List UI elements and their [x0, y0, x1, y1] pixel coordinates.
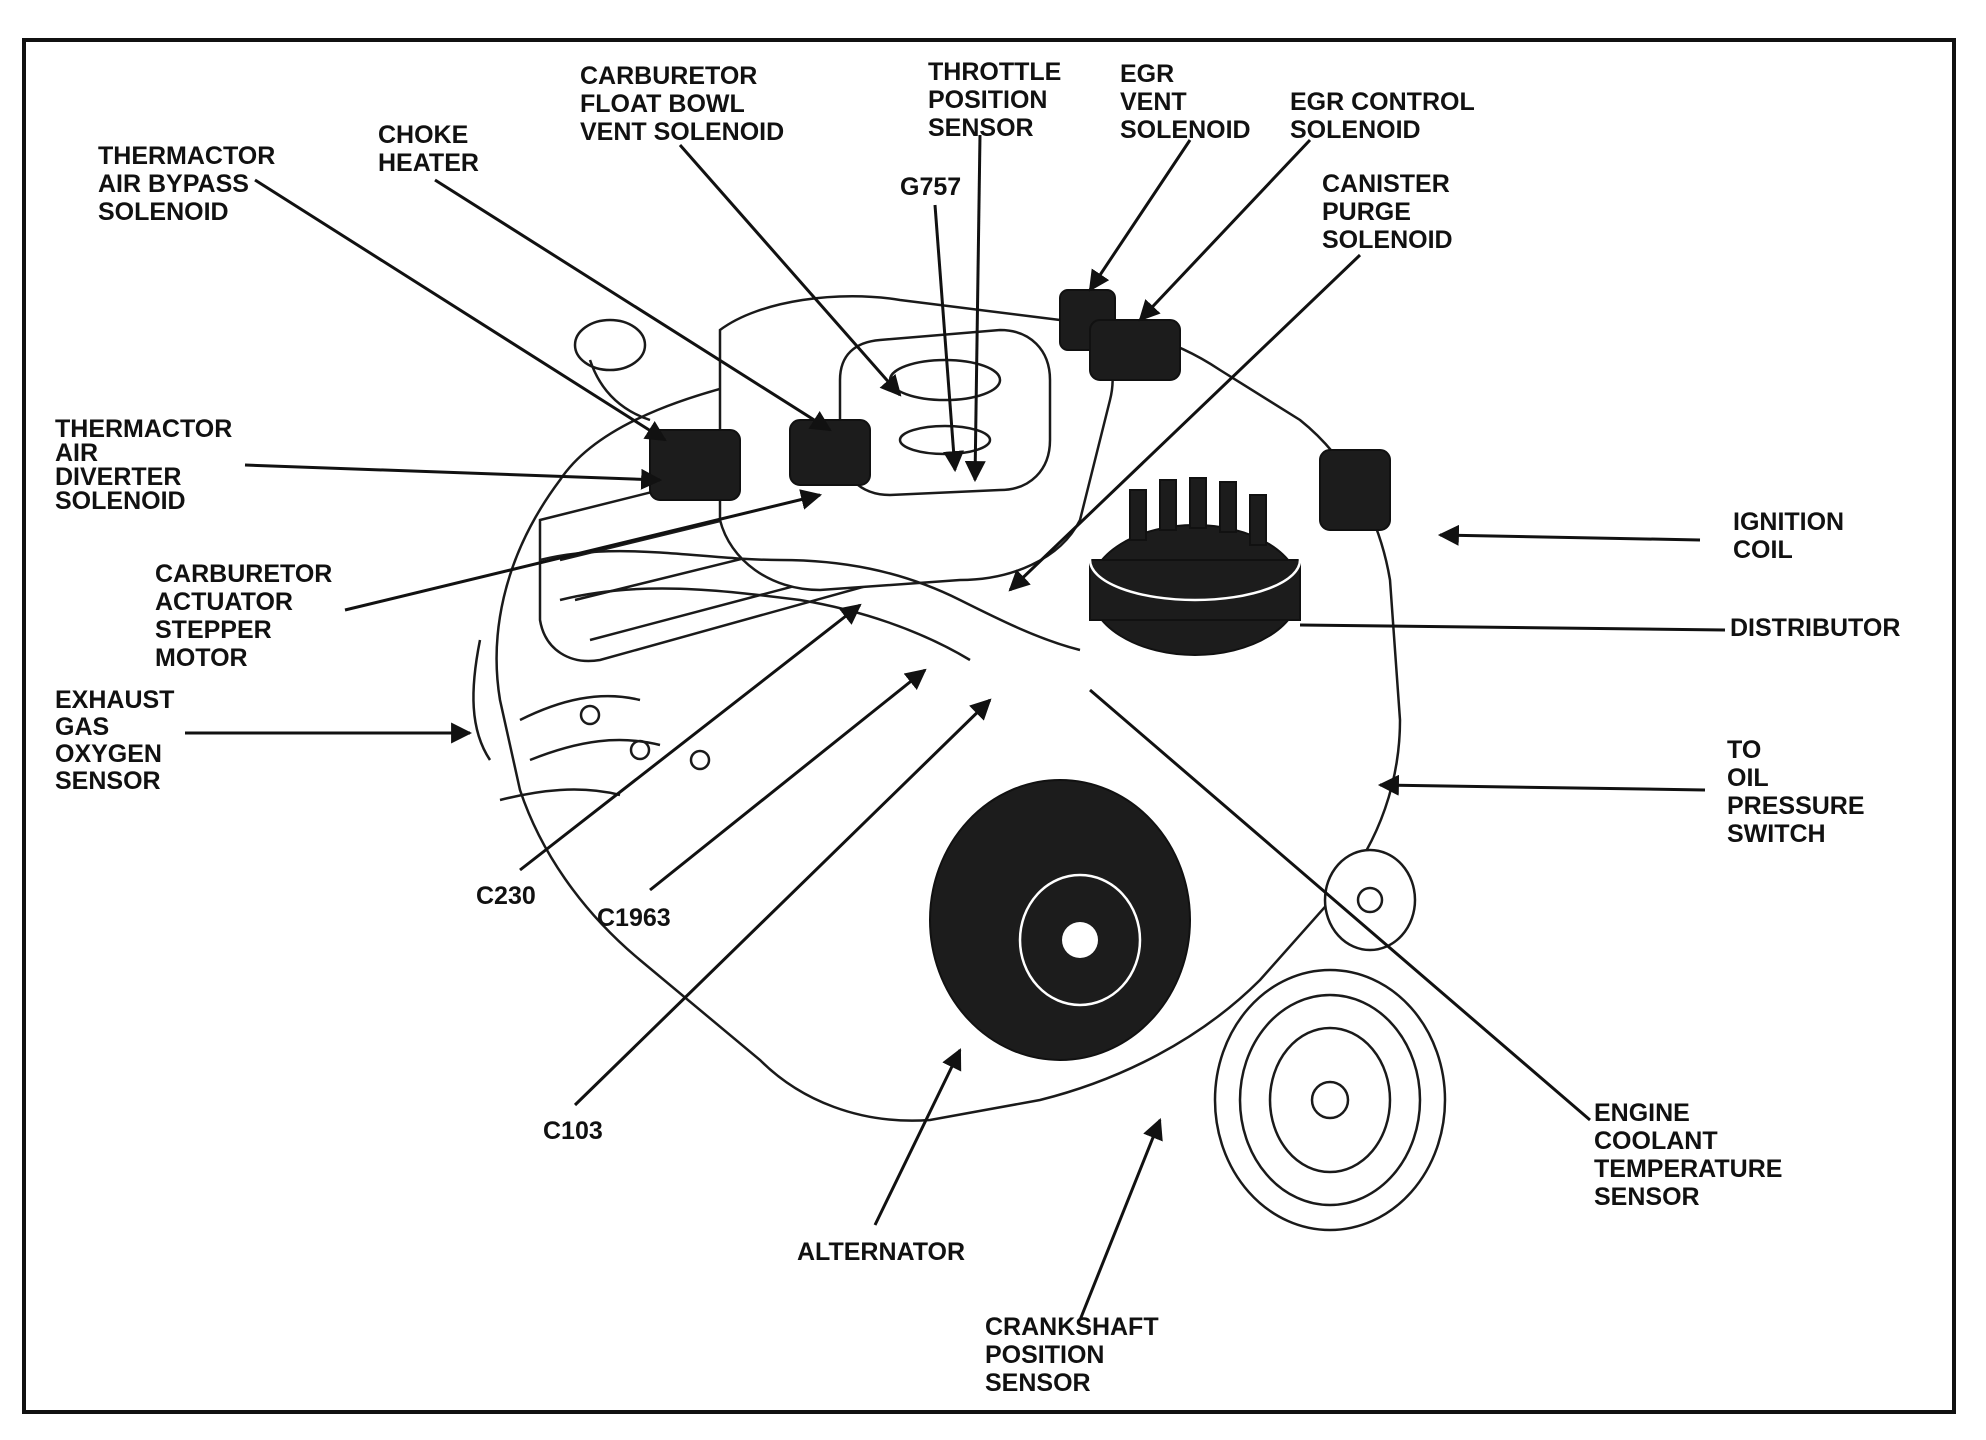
leader-carb-actuator	[344, 489, 823, 612]
leader-thermactor-diverter	[244, 463, 663, 490]
leader-c103	[573, 698, 992, 1107]
air-pump-hose	[573, 318, 647, 372]
label-c1963: C1963	[597, 904, 671, 932]
label-ignition-coil: IGNITION COIL	[1733, 508, 1851, 564]
label-throttle-position-sensor: THROTTLE POSITION SENSOR	[928, 58, 1068, 142]
label-to-oil-pressure-switch: TO OIL PRESSURE SWITCH	[1727, 736, 1872, 848]
label-egr-control-solenoid: EGR CONTROL SOLENOID	[1290, 88, 1481, 144]
label-engine-coolant-temperature-sensor: ENGINE COOLANT TEMPERATURE SENSOR	[1594, 1099, 1789, 1211]
leader-crankshaft	[1078, 1118, 1163, 1321]
leader-alternator	[873, 1048, 962, 1226]
alternator-body	[929, 779, 1191, 1061]
wiring-harness	[539, 549, 1081, 652]
leader-throttle-position	[964, 134, 986, 483]
label-crankshaft-position-sensor: CRANKSHAFT POSITION SENSOR	[985, 1313, 1166, 1397]
engine-illustration	[472, 289, 1447, 1232]
egr-control-solenoid-body	[1089, 319, 1181, 381]
label-carb-float-bowl-vent-solenoid: CARBURETOR FLOAT BOWL VENT SOLENOID	[580, 62, 784, 146]
label-thermactor-air-diverter-solenoid: THERMACTOR AIR DIVERTER SOLENOID	[55, 415, 239, 515]
leader-distributor	[1299, 623, 1726, 632]
leader-canister-purge	[1008, 253, 1362, 592]
distributor-cap	[1088, 477, 1302, 656]
crankshaft-pulley	[1213, 968, 1447, 1232]
leader-lines	[185, 134, 1726, 1321]
label-choke-heater: CHOKE HEATER	[378, 121, 479, 177]
leader-choke-heater	[434, 178, 832, 432]
carburetor	[838, 328, 1052, 497]
label-c103: C103	[543, 1117, 603, 1145]
label-g757: G757	[900, 173, 961, 201]
label-carb-actuator-stepper-motor: CARBURETOR ACTUATOR STEPPER MOTOR	[155, 560, 339, 672]
leader-engine-coolant	[1089, 688, 1591, 1122]
label-distributor: DISTRIBUTOR	[1730, 614, 1900, 642]
leader-c230	[519, 603, 862, 872]
leader-egr-vent	[1088, 139, 1192, 292]
leader-g757	[933, 204, 965, 473]
ignition-coil-body	[1319, 449, 1391, 531]
leader-c1963	[649, 668, 927, 892]
label-canister-purge-solenoid: CANISTER PURGE SOLENOID	[1322, 170, 1457, 254]
leader-egr-control	[1138, 138, 1312, 322]
diagram-frame	[22, 38, 1956, 1414]
label-egr-vent-solenoid: EGR VENT SOLENOID	[1120, 60, 1251, 144]
leader-carb-float-bowl	[678, 144, 902, 397]
label-alternator: ALTERNATOR	[797, 1238, 965, 1266]
label-exhaust-gas-oxygen-sensor: EXHAUST GAS OXYGEN SENSOR	[55, 686, 181, 795]
thermactor-diverter-solenoid-body	[649, 429, 741, 501]
water-pump-pulley	[1323, 848, 1417, 952]
label-thermactor-air-bypass-solenoid: THERMACTOR AIR BYPASS SOLENOID	[98, 142, 282, 226]
leader-ignition-coil	[1437, 524, 1701, 546]
callout-labels: CARBURETOR FLOAT BOWL VENT SOLENOID THRO…	[55, 58, 1900, 1397]
leader-oil-pressure	[1377, 774, 1706, 796]
leader-thermactor-bypass	[254, 178, 667, 442]
label-c230: C230	[476, 882, 536, 910]
